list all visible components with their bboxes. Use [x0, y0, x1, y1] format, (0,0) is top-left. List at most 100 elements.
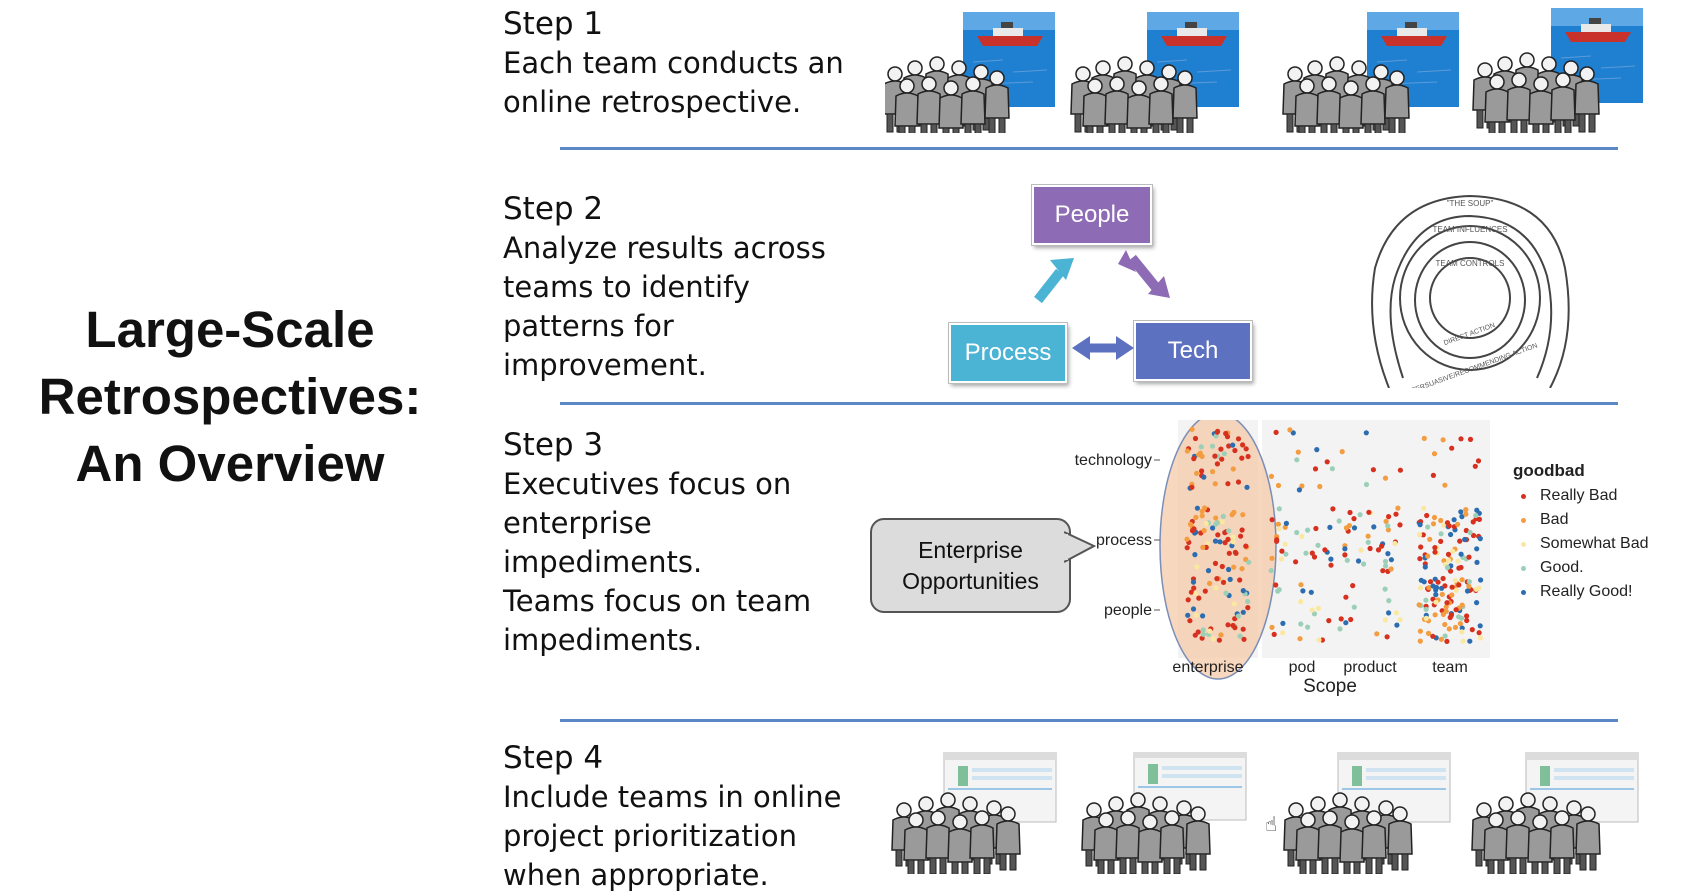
scatter-point [1226, 528, 1232, 534]
scatter-point [1213, 521, 1219, 527]
scatter-point [1337, 626, 1343, 632]
scatter-point [1194, 470, 1200, 476]
scatter-point [1357, 512, 1363, 518]
scatter-point [1397, 467, 1403, 473]
scatter-point [1440, 575, 1446, 582]
scatter-point [1458, 551, 1464, 557]
team-group-3 [1283, 11, 1460, 133]
scatter-point [1232, 549, 1238, 555]
scatter-point [1439, 591, 1445, 597]
scatter-point [1450, 548, 1456, 554]
scatter-point [1343, 620, 1349, 626]
scatter-point [1351, 525, 1358, 531]
scatter-point [1305, 624, 1311, 630]
scatter-point [1185, 597, 1191, 603]
scatter-point [1231, 509, 1237, 515]
scatter-point [1383, 518, 1389, 524]
legend-label: Good. [1540, 559, 1584, 576]
scatter-point [1383, 563, 1389, 569]
scatter-point [1430, 521, 1437, 527]
scatter-point [1283, 551, 1289, 557]
scatter-point [1303, 550, 1309, 556]
scatter-point [1467, 436, 1474, 442]
cycle-arrows [1034, 250, 1170, 360]
scatter-point [1197, 450, 1203, 456]
scatter-point [1213, 515, 1219, 521]
scatter-point [1430, 583, 1436, 589]
scatter-point [1212, 453, 1218, 459]
scatter-point [1311, 554, 1318, 560]
scatter-point [1226, 566, 1232, 573]
step-3-line: impediments. [503, 545, 703, 579]
scatter-point [1475, 458, 1482, 464]
scatter-point [1347, 509, 1353, 516]
scatter-point [1192, 435, 1199, 442]
team-group-5 [892, 752, 1057, 874]
scatter-point [1464, 613, 1470, 619]
scatter-point [1218, 446, 1224, 452]
scatter-point [1199, 513, 1205, 519]
scatter-point [1445, 551, 1452, 557]
step-3-line: impediments. [503, 623, 703, 657]
scatter-point [1427, 579, 1434, 585]
scatter-point [1299, 483, 1305, 489]
scatter-point [1294, 457, 1300, 463]
scatter-point [1223, 430, 1229, 437]
scatter-point [1395, 505, 1401, 511]
scatter-point [1313, 525, 1319, 532]
scatter-point [1380, 568, 1386, 574]
scatter-point [1386, 514, 1392, 520]
step-2-line: Analyze results across [503, 231, 826, 265]
scatter-point [1220, 513, 1226, 519]
scatter-point [1444, 638, 1450, 644]
scatter-point [1426, 585, 1432, 591]
legend-dot [1521, 541, 1526, 547]
step-3-line: Teams focus on team [503, 584, 812, 618]
scatter-point [1464, 588, 1471, 594]
scatter-point [1322, 547, 1328, 553]
scatter-point [1212, 560, 1219, 566]
scatter-point [1295, 449, 1301, 455]
scatter-point [1221, 451, 1227, 457]
scatter-point [1440, 437, 1446, 443]
scatter-point [1274, 537, 1280, 543]
scatter-point [1442, 482, 1448, 488]
scatter-point [1438, 636, 1444, 642]
scatter-point [1379, 543, 1385, 549]
scatter-point [1477, 635, 1484, 641]
scatter-point [1441, 522, 1447, 528]
scatter-point [1230, 466, 1236, 472]
scatter-point [1464, 617, 1470, 624]
scatter-point [1466, 554, 1472, 560]
scatter-point [1245, 605, 1251, 611]
scatter-point [1466, 583, 1472, 589]
scatter-point [1442, 583, 1448, 589]
scatter-point [1338, 616, 1344, 622]
scatter-point [1278, 556, 1285, 562]
scatter-point [1273, 429, 1279, 435]
callout-line: Opportunities [902, 567, 1039, 594]
scatter-point [1200, 631, 1206, 637]
scatter-point [1200, 613, 1206, 619]
step-2-line: improvement. [503, 348, 707, 382]
scatter-point [1382, 475, 1389, 481]
scatter-point [1212, 538, 1219, 544]
scatter-point [1453, 587, 1459, 593]
scatter-point [1245, 598, 1251, 605]
scatter-point [1235, 436, 1242, 442]
scatter-point [1225, 622, 1231, 628]
scatter-point [1195, 629, 1201, 635]
scatter-point [1189, 484, 1195, 490]
scatter-point [1430, 633, 1436, 639]
legend-label: Bad [1540, 511, 1569, 528]
process-node: Process [948, 322, 1068, 384]
scatter-point [1432, 612, 1438, 618]
scatter-point [1339, 449, 1345, 455]
scatter-point [1417, 638, 1423, 644]
scatter-point [1282, 524, 1288, 530]
callout-line: Enterprise [918, 536, 1023, 563]
scatter-point [1476, 516, 1482, 522]
scatter-point [1192, 552, 1198, 558]
scatter-point [1190, 606, 1197, 612]
divider-2 [560, 402, 1618, 405]
